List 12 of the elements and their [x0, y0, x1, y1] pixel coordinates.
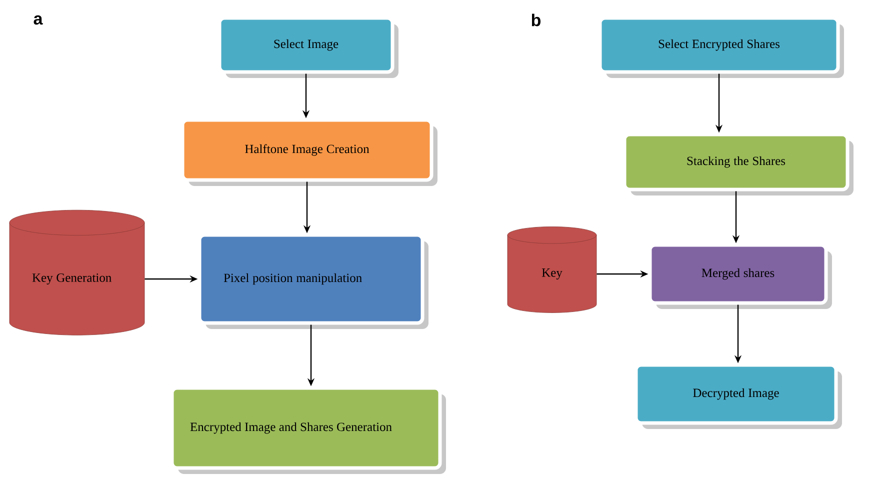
cylinder: Key	[507, 226, 597, 313]
process-box: Decrypted Image	[634, 363, 842, 429]
process-box: Stacking the Shares	[622, 132, 854, 196]
process-box: Select Encrypted Shares	[598, 16, 844, 78]
cylinder: Key Generation	[9, 210, 145, 336]
process-box: Merged shares	[648, 243, 832, 309]
process-box: Select Image	[218, 16, 398, 78]
panel-letter: b	[532, 14, 540, 26]
process-box: Encrypted Image and Shares Generation	[170, 386, 446, 474]
process-box: Pixel position manipulation	[198, 233, 428, 329]
process-box: Halftone Image Creation	[180, 118, 438, 186]
panel-letter: a	[34, 15, 43, 25]
